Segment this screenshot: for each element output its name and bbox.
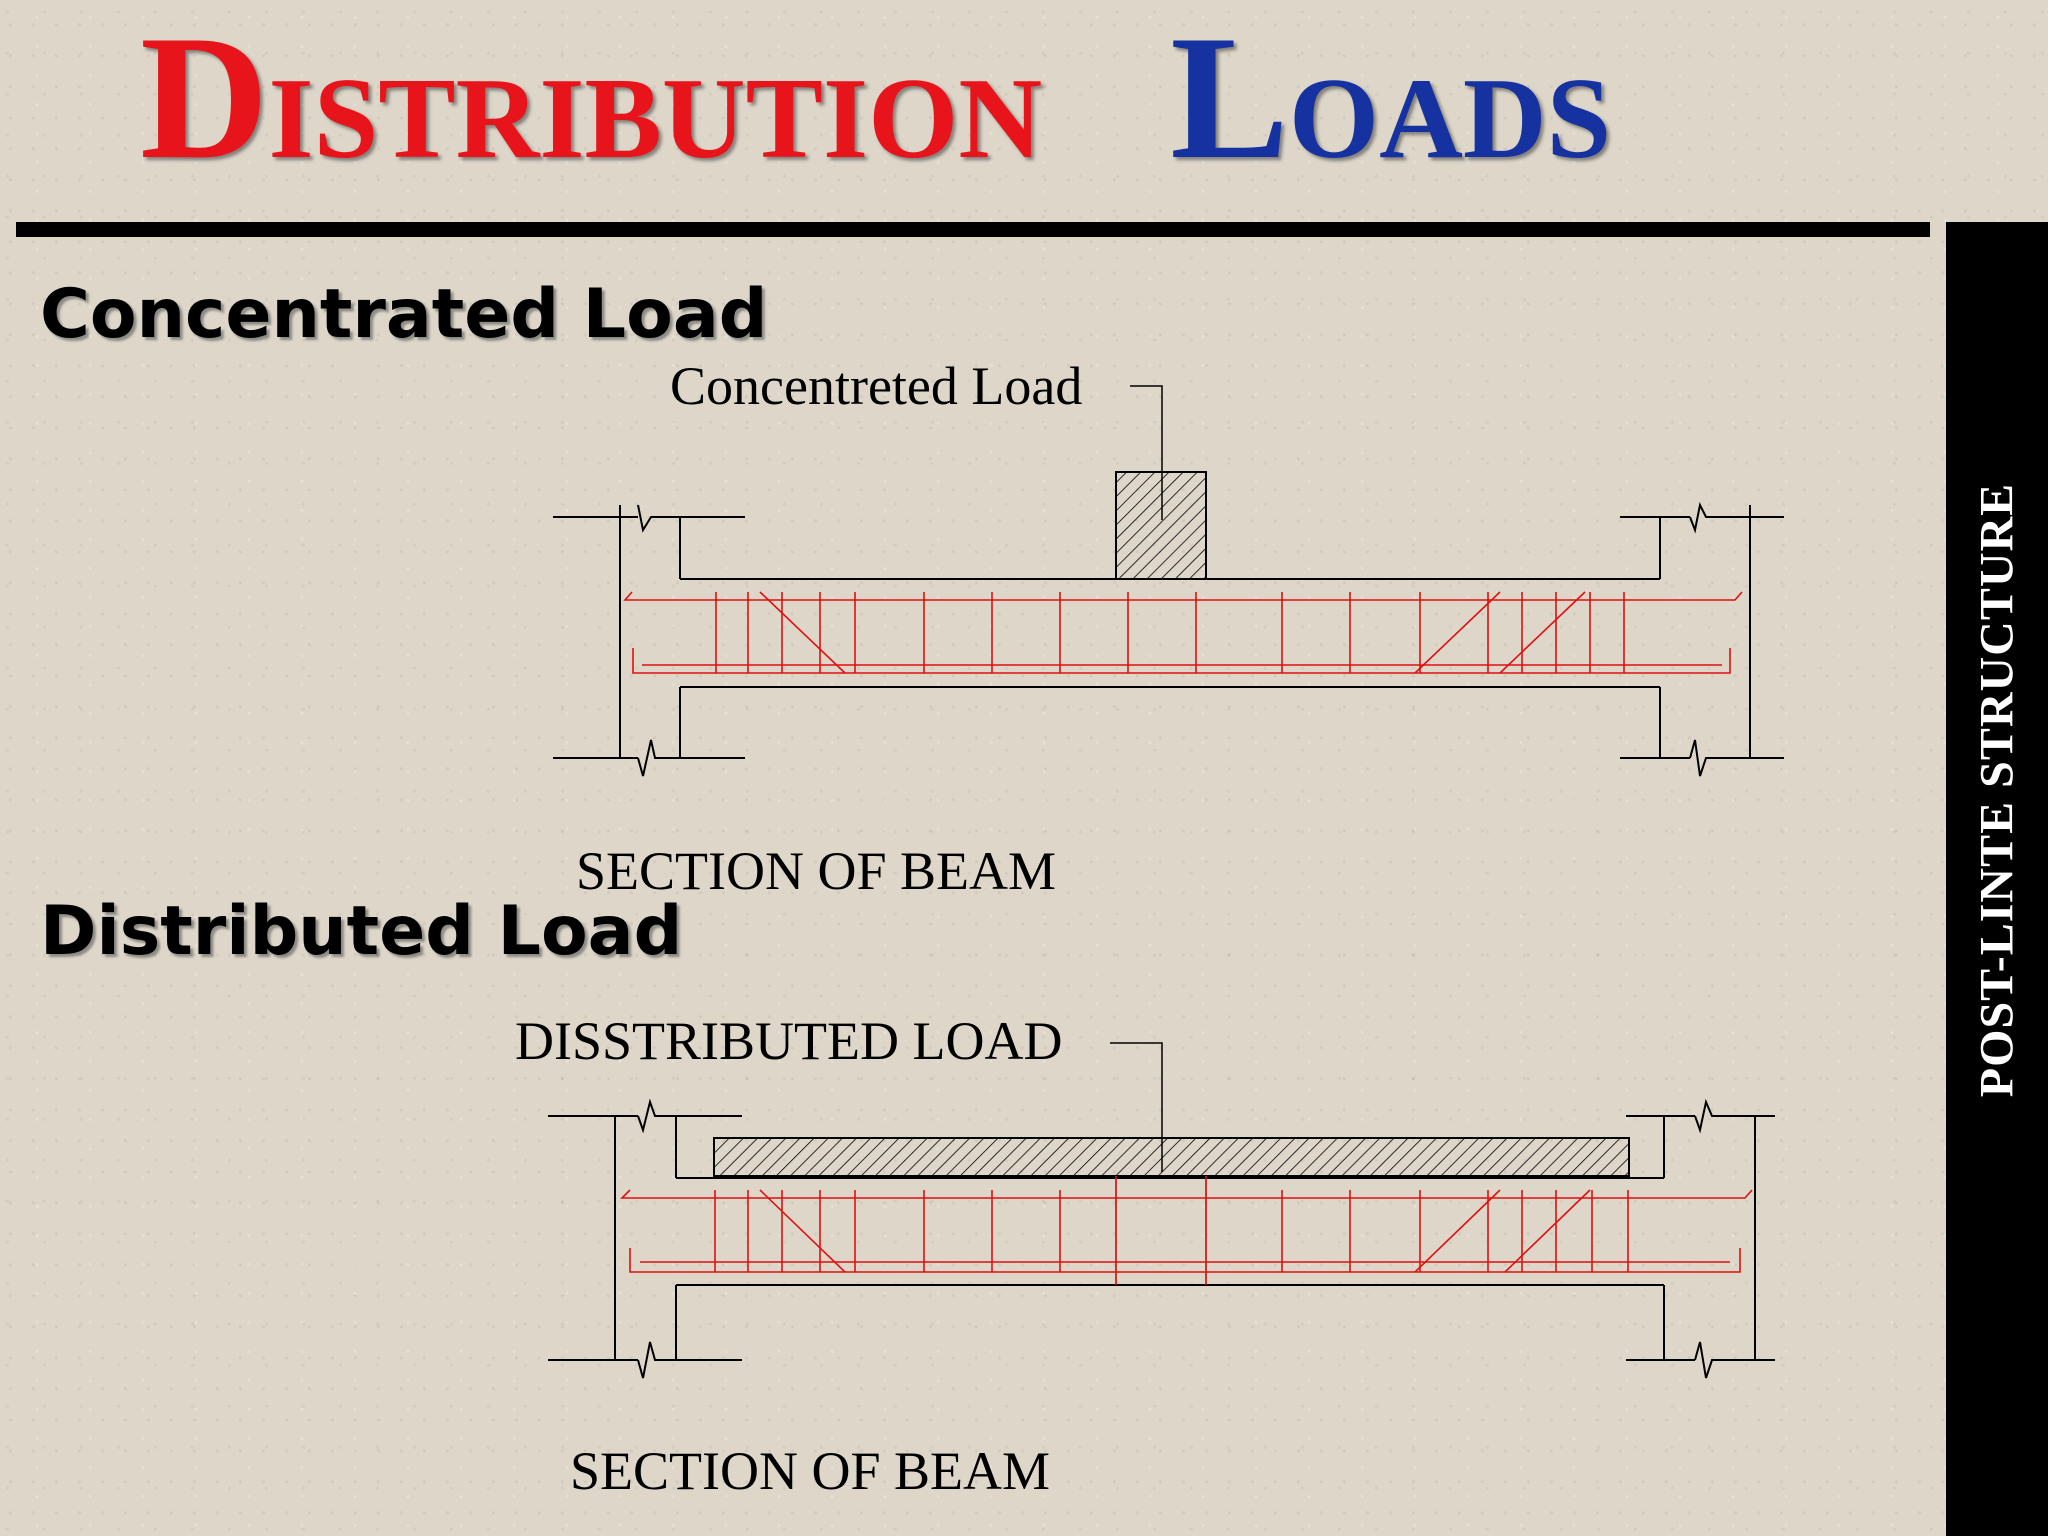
- side-bar: [1946, 222, 2048, 1536]
- top-rebar: [620, 1189, 1753, 1199]
- right-column-top: [1620, 501, 1784, 758]
- distributed-heading: Distributed Load: [40, 892, 683, 971]
- distributed-rebar: [620, 1176, 1753, 1285]
- concentrated-beam-section: [553, 385, 1784, 777]
- concentrated-heading: Concentrated Load: [40, 275, 768, 354]
- top-rebar: [623, 591, 1743, 601]
- bottom-rebar: [632, 648, 1731, 674]
- concentrated-load-block: [1115, 471, 1207, 580]
- title-initial-d: D: [140, 0, 269, 196]
- right-column-top: [1626, 1098, 1775, 1360]
- bottom-rebar: [629, 1248, 1741, 1273]
- distributed-load-block: [713, 1137, 1630, 1177]
- title-divider: [16, 222, 1930, 237]
- stirrups: [714, 1176, 1629, 1285]
- distributed-load-label: DISSTRIBUTED LOAD: [515, 1011, 1063, 1071]
- title-word-distribution: ISTRIBUTION: [268, 55, 1043, 183]
- distributed-leader-line: [1110, 1042, 1163, 1172]
- left-column-bottom: [553, 687, 745, 777]
- left-column-top: [553, 504, 745, 758]
- right-column-bottom: [1626, 1285, 1775, 1379]
- distributed-beam-section: [548, 1042, 1775, 1379]
- title-word-loads: OADS: [1288, 55, 1612, 183]
- distributed-caption: SECTION OF BEAM: [570, 1441, 1051, 1501]
- left-column-top: [548, 1098, 742, 1360]
- concentrated-load-label: Concentreted Load: [670, 356, 1083, 416]
- bent-bars: [759, 1189, 1591, 1273]
- left-column-bottom: [548, 1285, 742, 1379]
- concentrated-caption: SECTION OF BEAM: [576, 841, 1057, 901]
- title-initial-l: L: [1170, 0, 1289, 196]
- bent-bars: [759, 591, 1586, 674]
- concentrated-rebar: [623, 591, 1743, 674]
- stirrups: [715, 592, 1625, 673]
- right-column-bottom: [1620, 687, 1784, 777]
